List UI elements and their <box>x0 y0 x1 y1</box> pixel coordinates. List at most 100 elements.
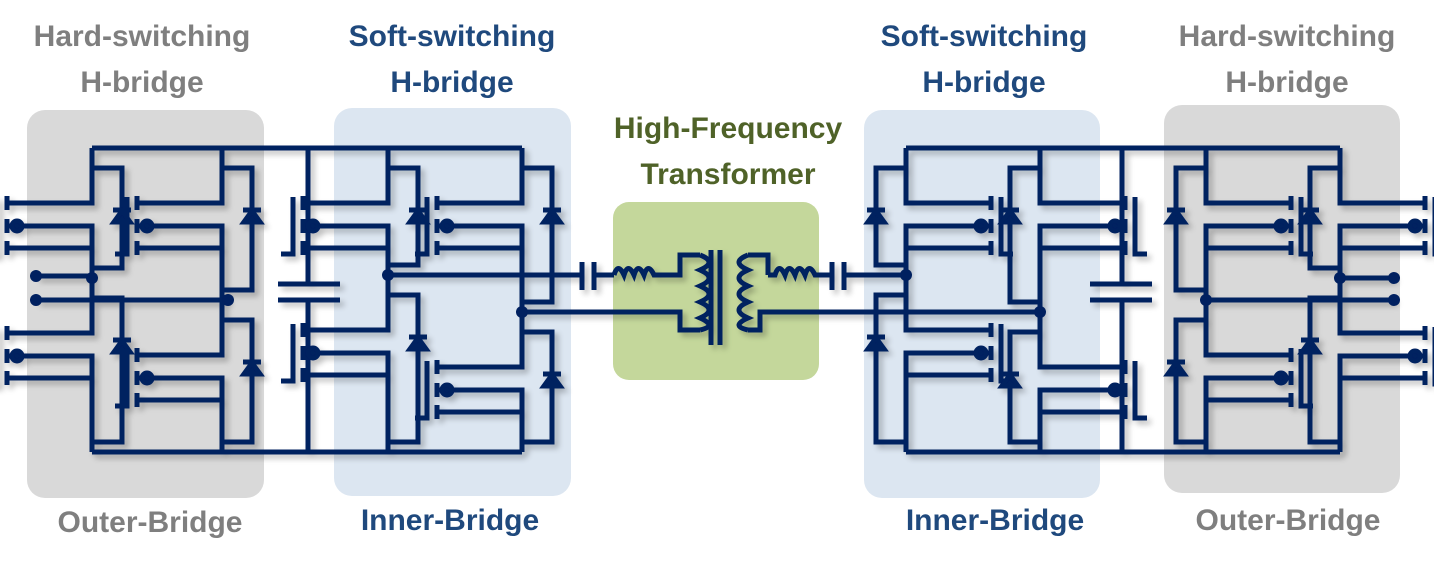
capacitor-plates <box>1090 148 1152 452</box>
inductor-coil <box>611 252 700 282</box>
diode-loop <box>222 165 255 293</box>
diode-icon <box>539 370 565 389</box>
body-arrow-icon <box>439 382 455 398</box>
left-inner-title: Soft-switching H-bridge <box>322 14 582 106</box>
body-wire <box>1203 223 1291 300</box>
transformer-core <box>708 250 723 345</box>
left-outer-title-line1: Hard-switching <box>33 20 251 53</box>
right-terminal-b <box>1388 294 1400 306</box>
left-inner-title-line1: Soft-switching <box>348 20 556 53</box>
right-inner-hbridge-switch-3 <box>997 148 1147 312</box>
body-wire <box>903 223 991 275</box>
body-arrow-icon <box>305 218 321 234</box>
body-wire <box>7 223 95 278</box>
secondary-series-capacitor <box>829 262 906 290</box>
body-arrow-icon <box>439 218 455 234</box>
diode-loop <box>1173 317 1206 445</box>
diode-icon <box>863 206 889 225</box>
left-outer-hbridge-switch-1 <box>4 148 135 278</box>
left-terminal-b <box>30 294 42 306</box>
right-inner-bottom-label: Inner-Bridge <box>905 504 1085 537</box>
left-outer-mid-a <box>86 272 98 284</box>
diode-icon <box>1297 206 1323 225</box>
body-wire <box>7 353 95 452</box>
diode-loop <box>1173 165 1206 293</box>
diode-icon <box>539 206 565 225</box>
gate-wire <box>415 197 430 257</box>
right-outer-hbridge-switch-2 <box>1163 300 1313 452</box>
diode-icon <box>997 370 1023 389</box>
secondary-winding <box>736 252 755 333</box>
right-inner-mid-a <box>900 269 912 281</box>
diode-icon <box>1163 206 1189 225</box>
left-inner-hbridge-switch-1 <box>281 148 431 275</box>
right-inner-hbridge <box>906 145 1040 455</box>
diode-loop <box>873 292 906 445</box>
left-dc-capacitor <box>278 148 340 452</box>
right-inner-mid-b <box>1034 306 1046 318</box>
diode-loop <box>388 292 421 445</box>
diode-icon <box>239 206 265 225</box>
right-outer-hbridge-switch-3 <box>1297 148 1434 278</box>
body-arrow-icon <box>139 370 155 386</box>
transformer-box <box>613 202 819 380</box>
right-outer-title-line1: Hard-switching <box>1178 20 1396 53</box>
right-outer-bottom-label: Outer-Bridge <box>1195 504 1381 537</box>
right-inner-hbridge-switch-1 <box>863 148 1013 275</box>
capacitor-plates <box>829 262 906 290</box>
body-wire <box>1037 387 1125 452</box>
left-outer-hbridge <box>92 145 222 455</box>
left-inner-title-line2: H-bridge <box>390 66 514 99</box>
gate-wire <box>415 361 430 421</box>
body-arrow-icon <box>1107 382 1123 398</box>
body-arrow-icon <box>1273 218 1289 234</box>
right-outer-mid-a <box>1200 294 1212 306</box>
gate-wire <box>115 197 130 257</box>
right-inner-title-line2: H-bridge <box>922 66 1046 99</box>
body-wire <box>303 350 391 452</box>
left-inner-hbridge-switch-3 <box>415 148 565 312</box>
capacitor-plates <box>278 148 340 452</box>
right-inner-title: Soft-switching H-bridge <box>854 14 1114 106</box>
primary-inductor <box>611 252 700 282</box>
left-inner-bottom-label: Inner-Bridge <box>360 504 540 537</box>
body-arrow-icon <box>973 345 989 361</box>
inductor-coil <box>768 266 832 282</box>
high-frequency-transformer <box>693 250 1040 345</box>
diode-loop <box>522 165 555 305</box>
left-inner-hbridge-switch-4 <box>415 312 565 452</box>
left-inner-hbridge <box>388 145 522 455</box>
diode-icon <box>997 206 1023 225</box>
body-arrow-icon <box>139 218 155 234</box>
diode-icon <box>239 358 265 377</box>
diode-loop <box>1007 165 1040 305</box>
body-wire <box>437 223 525 312</box>
secondary-top-lead <box>748 252 771 275</box>
body-arrow-icon <box>1407 218 1423 234</box>
body-arrow-icon <box>9 218 25 234</box>
gate-wire <box>1132 361 1147 421</box>
primary-wire-bottom <box>522 309 700 333</box>
diode-icon <box>863 333 889 352</box>
secondary-bottom-lead <box>748 309 1040 333</box>
body-arrow-icon <box>1273 370 1289 386</box>
right-inner-title-line1: Soft-switching <box>880 20 1088 53</box>
body-arrow-icon <box>1107 218 1123 234</box>
right-outer-title-line2: H-bridge <box>1225 66 1349 99</box>
left-outer-bottom-label: Outer-Bridge <box>57 506 243 539</box>
body-wire <box>903 350 991 452</box>
primary-series-capacitor <box>579 262 614 290</box>
right-terminal-a <box>1388 272 1400 284</box>
diode-icon <box>405 206 431 225</box>
right-inner-hbridge-switch-4 <box>997 312 1147 452</box>
body-arrow-icon <box>305 345 321 361</box>
left-outer-hbridge-switch-4 <box>115 300 265 452</box>
body-arrow-icon <box>1407 348 1423 364</box>
body-wire <box>1037 223 1125 312</box>
gate-wire <box>1132 197 1147 257</box>
body-wire <box>1337 353 1425 452</box>
gate-wire <box>281 197 296 257</box>
diode-icon <box>405 333 431 352</box>
body-wire <box>303 223 391 275</box>
